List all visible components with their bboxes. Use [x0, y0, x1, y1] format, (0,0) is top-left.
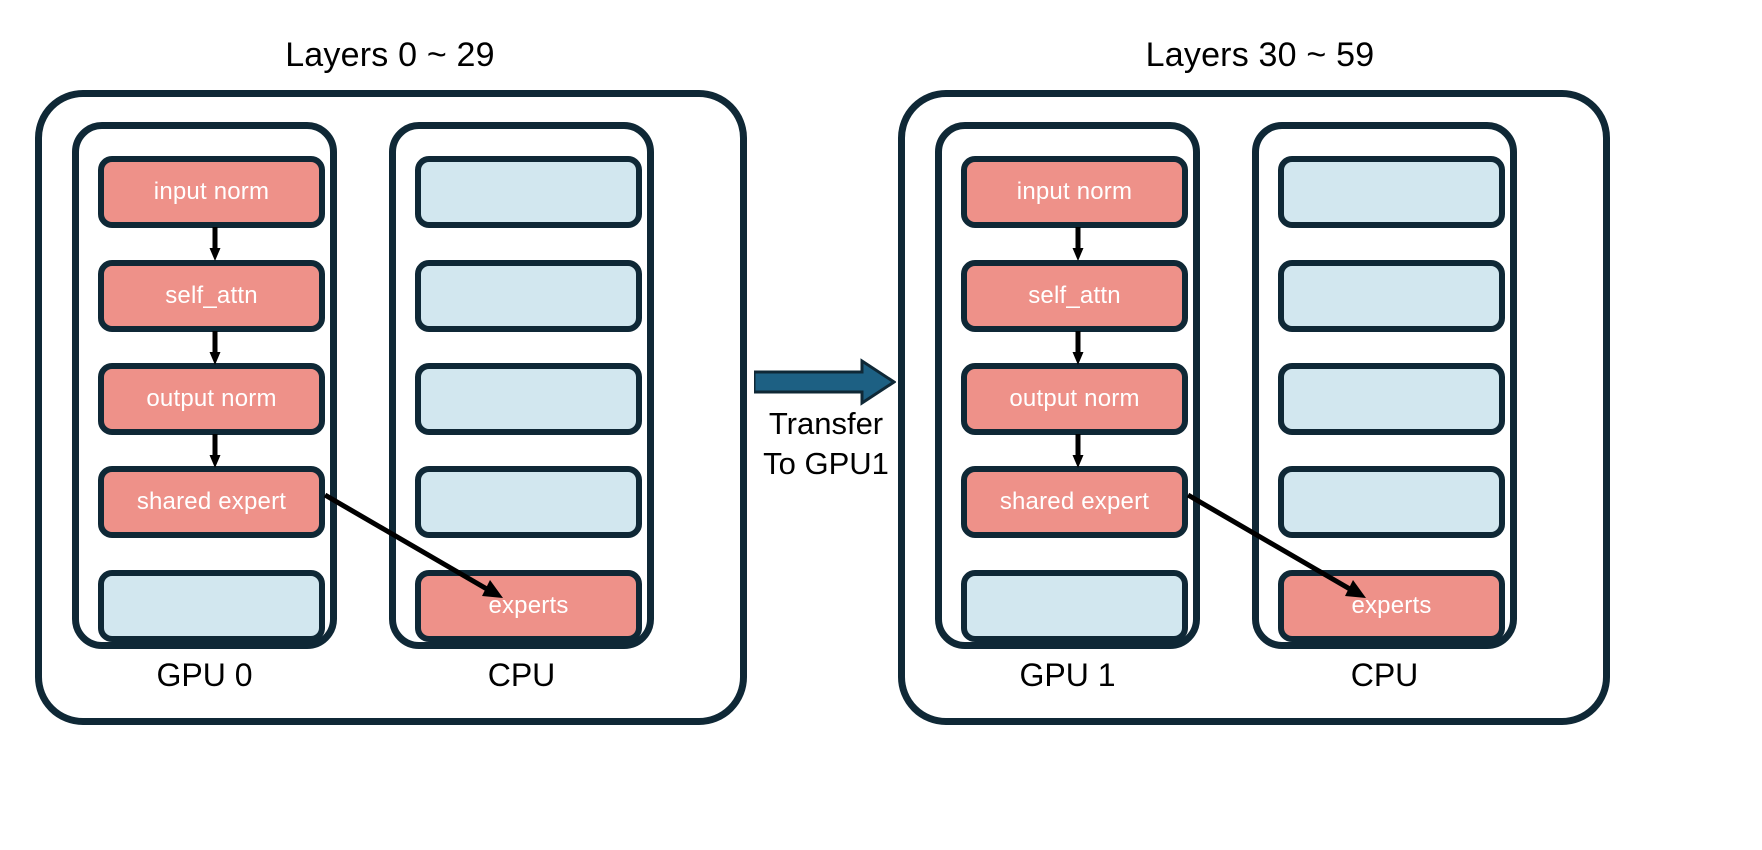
panel-title-right: Layers 30 ~ 59 [1145, 36, 1375, 74]
block-cpu-slot-2[interactable] [1278, 363, 1505, 435]
device-label-cpu-left: CPU [487, 657, 556, 693]
block-cpu-slot-0[interactable] [1278, 156, 1505, 228]
device-label-gpu-left: GPU 0 [156, 657, 253, 693]
device-group-left: input norm self_attn output norm shared … [35, 90, 747, 725]
block-placeholder[interactable] [98, 570, 325, 642]
block-cpu-slot-0[interactable] [415, 156, 642, 228]
flow-arrow-icon [1071, 434, 1085, 470]
block-input-norm[interactable]: input norm [961, 156, 1188, 228]
transfer-caption: Transfer To GPU1 [742, 404, 910, 485]
flow-arrow-icon [208, 434, 222, 470]
block-experts[interactable]: experts [415, 570, 642, 642]
block-cpu-slot-2[interactable] [415, 363, 642, 435]
flow-arrow-icon [208, 227, 222, 263]
device-label-gpu-right: GPU 1 [1019, 657, 1116, 693]
flow-arrow-icon [1071, 331, 1085, 367]
transfer-caption-line-1: Transfer [768, 406, 884, 441]
block-output-norm[interactable]: output norm [961, 363, 1188, 435]
flow-arrow-icon [1071, 227, 1085, 263]
transfer-caption-line-2: To GPU1 [763, 446, 889, 482]
block-output-norm[interactable]: output norm [98, 363, 325, 435]
block-cpu-slot-1[interactable] [415, 260, 642, 332]
block-shared-expert[interactable]: shared expert [961, 466, 1188, 538]
panel-title-left: Layers 0 ~ 29 [285, 36, 495, 74]
block-shared-expert[interactable]: shared expert [98, 466, 325, 538]
column-cpu-right: experts [1252, 122, 1517, 649]
block-input-norm[interactable]: input norm [98, 156, 325, 228]
transfer-arrow-icon [754, 358, 896, 406]
block-placeholder[interactable] [961, 570, 1188, 642]
device-label-cpu-right: CPU [1350, 657, 1419, 693]
block-cpu-slot-3[interactable] [415, 466, 642, 538]
column-gpu-left: input norm self_attn output norm shared … [72, 122, 337, 649]
block-cpu-slot-3[interactable] [1278, 466, 1505, 538]
block-experts[interactable]: experts [1278, 570, 1505, 642]
block-self-attn[interactable]: self_attn [961, 260, 1188, 332]
device-group-right: input norm self_attn output norm shared … [898, 90, 1610, 725]
column-cpu-left: experts [389, 122, 654, 649]
block-cpu-slot-1[interactable] [1278, 260, 1505, 332]
block-self-attn[interactable]: self_attn [98, 260, 325, 332]
column-gpu-right: input norm self_attn output norm shared … [935, 122, 1200, 649]
flow-arrow-icon [208, 331, 222, 367]
